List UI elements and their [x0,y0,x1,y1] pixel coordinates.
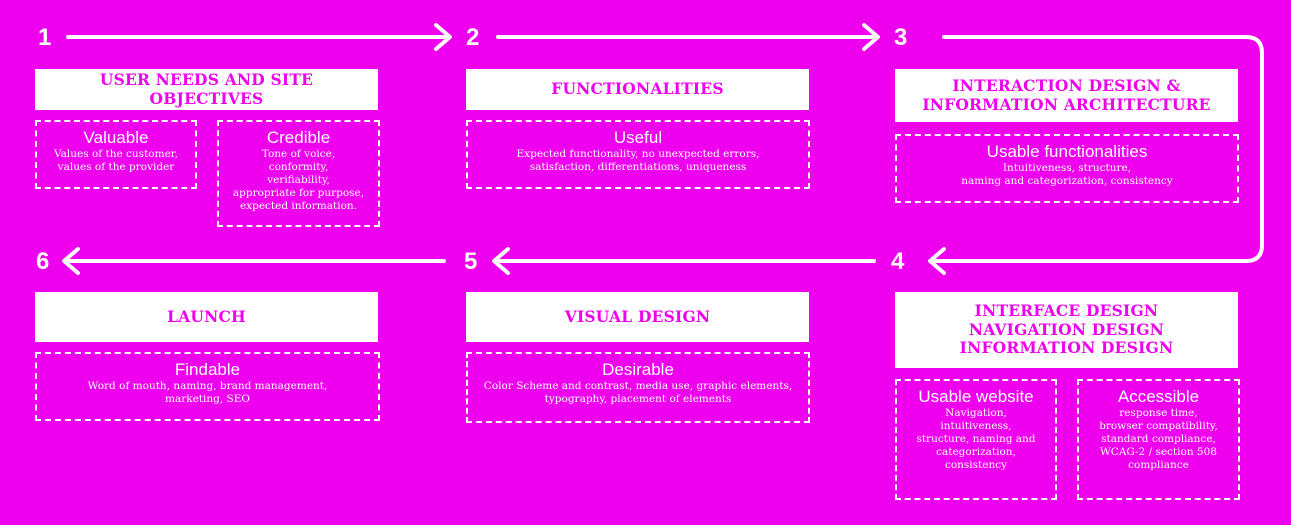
arrowhead-4 [928,247,946,275]
quality-description: Word of mouth, naming, brand management,… [87,380,328,405]
quality-box-usable-functionalities: Usable functionalities Intuitiveness, st… [895,134,1239,203]
arrowhead-2 [434,23,452,51]
quality-description: Color Scheme and contrast, media use, gr… [483,380,793,405]
quality-title: Valuable [83,128,149,147]
quality-title: Desirable [602,360,674,379]
step-number-2: 2 [466,24,480,51]
stage-header-launch: LAUNCH [35,292,378,342]
quality-box-usable-website: Usable website Navigation, intuitiveness… [895,379,1057,500]
stage-header-interface-design: INTERFACE DESIGN NAVIGATION DESIGN INFOR… [895,292,1238,368]
quality-box-credible: Credible Tone of voice, conformity, veri… [217,120,380,227]
quality-title: Findable [174,360,241,379]
quality-box-useful: Useful Expected functionality, no unexpe… [466,120,810,189]
stage-header-visual-design: VISUAL DESIGN [466,292,809,342]
stage-header-functionalities: FUNCTIONALITIES [466,69,809,110]
step-number-3: 3 [894,24,908,51]
stage-header-user-needs: USER NEEDS AND SITE OBJECTIVES [35,69,378,110]
step-number-6: 6 [36,248,50,275]
arrowhead-3 [862,23,880,51]
stage-header-interaction-design: INTERACTION DESIGN & INFORMATION ARCHITE… [895,69,1238,122]
quality-title: Usable website [918,387,1034,406]
quality-description: Tone of voice, conformity, verifiability… [232,148,365,212]
quality-box-valuable: Valuable Values of the customer, values … [35,120,197,189]
quality-box-findable: Findable Word of mouth, naming, brand ma… [35,352,380,421]
quality-title: Useful [613,128,663,147]
quality-box-accessible: Accessible response time, browser compat… [1077,379,1240,500]
step-number-5: 5 [464,248,478,275]
quality-description: Expected functionality, no unexpected er… [516,148,760,173]
quality-box-desirable: Desirable Color Scheme and contrast, med… [466,352,810,423]
quality-title: Accessible [1117,387,1200,406]
quality-description: Intuitiveness, structure, naming and cat… [961,162,1173,187]
arrowhead-5 [492,247,510,275]
quality-title: Credible [266,128,331,147]
quality-description: Navigation, intuitiveness, structure, na… [916,407,1036,471]
step-number-4: 4 [891,248,905,275]
arrowhead-6 [62,247,80,275]
quality-description: Values of the customer, values of the pr… [54,148,178,173]
quality-description: response time, browser compatibility, st… [1099,407,1218,471]
quality-title: Usable functionalities [986,142,1148,161]
step-number-1: 1 [38,24,52,51]
